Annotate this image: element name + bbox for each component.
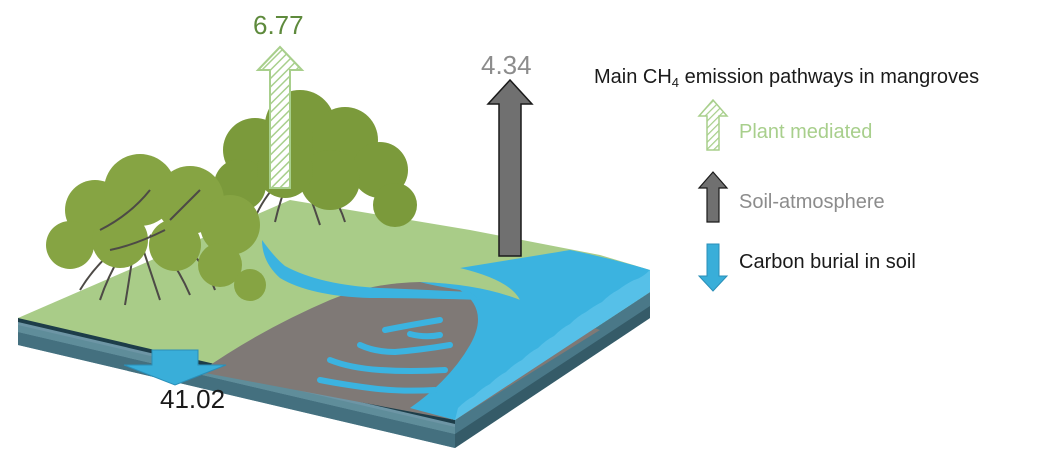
legend-title-prefix: Main CH	[594, 66, 672, 88]
legend-label-soil-atmosphere: Soil-atmosphere	[739, 191, 885, 213]
carbon-burial-flux-arrow	[123, 349, 227, 386]
water-wave-edge	[455, 270, 650, 420]
tidal-channel	[262, 240, 480, 300]
creek-branches	[317, 317, 453, 394]
soil-front-bottom-band	[18, 332, 455, 448]
legend-label-carbon-burial: Carbon burial in soil	[739, 251, 916, 273]
front-tree-branches	[99, 189, 201, 251]
soil-side-bottom-band	[455, 306, 650, 448]
plant-mediated-value: 6.77	[253, 10, 304, 40]
hatched-up-arrow-icon	[697, 98, 729, 151]
soil-atmosphere-flux-arrow	[486, 78, 534, 257]
soil-front-mid-band	[18, 325, 455, 434]
plant-mediated-flux-arrow	[255, 45, 305, 189]
legend-title-suffix: emission pathways in mangroves	[679, 66, 980, 88]
carbon-burial-value: 41.02	[160, 384, 226, 414]
blue-down-arrow-icon	[697, 243, 729, 292]
legend-title: Main CH4 emission pathways in mangroves	[594, 66, 979, 90]
soil-atmosphere-value: 4.34	[481, 50, 532, 80]
legend-title-subscript: 4	[671, 75, 680, 90]
grey-up-arrow-icon	[697, 171, 729, 223]
legend-label-plant-mediated: Plant mediated	[739, 121, 873, 143]
